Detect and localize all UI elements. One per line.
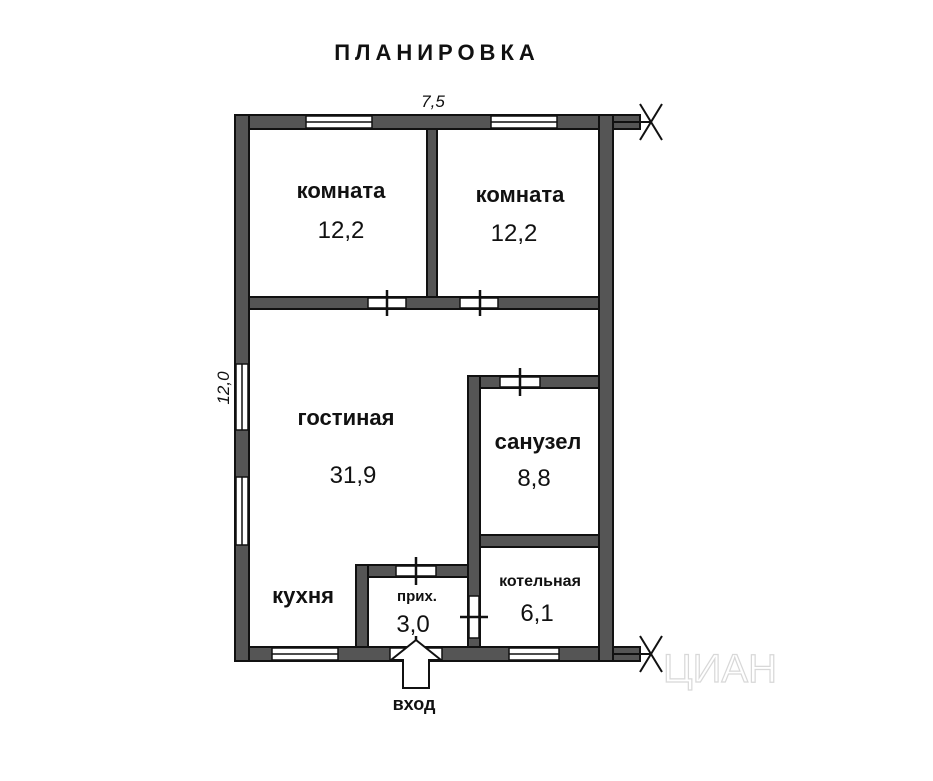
entrance-label: вход [393,694,436,714]
wall-bath-left [467,375,481,648]
wall-below-rooms [248,296,600,310]
bathroom-name: санузел [495,429,582,454]
living-room-area: 31,9 [330,462,377,489]
hall-area: 3,0 [396,611,429,638]
wall-hall-left [355,564,369,648]
outer-wall-right [598,114,614,662]
entrance-arrow-icon [388,638,444,689]
bathroom-area: 8,8 [517,465,550,492]
doors [367,290,541,670]
wall-extension-marks [613,103,663,673]
width-dimension: 7,5 [421,92,445,111]
hall-name: прих. [397,588,437,605]
height-dimension: 12,0 [214,371,233,405]
wall-between-rooms [426,128,438,306]
wall-bath-bottom [479,534,600,548]
watermark-logo: ЦИАН [663,647,777,691]
kitchen-name: кухня [272,583,334,608]
windows [235,115,560,661]
living-room-name: гостиная [298,405,395,430]
outer-wall-top [234,114,641,130]
boiler-room-name: котельная [499,573,581,590]
plan-title: ПЛАНИРОВКА [334,40,540,65]
room-1-name: комната [297,178,386,203]
room-1-area: 12,2 [318,217,365,244]
boiler-room-area: 6,1 [520,600,553,627]
room-2-name: комната [476,182,565,207]
room-2-area: 12,2 [491,220,538,247]
